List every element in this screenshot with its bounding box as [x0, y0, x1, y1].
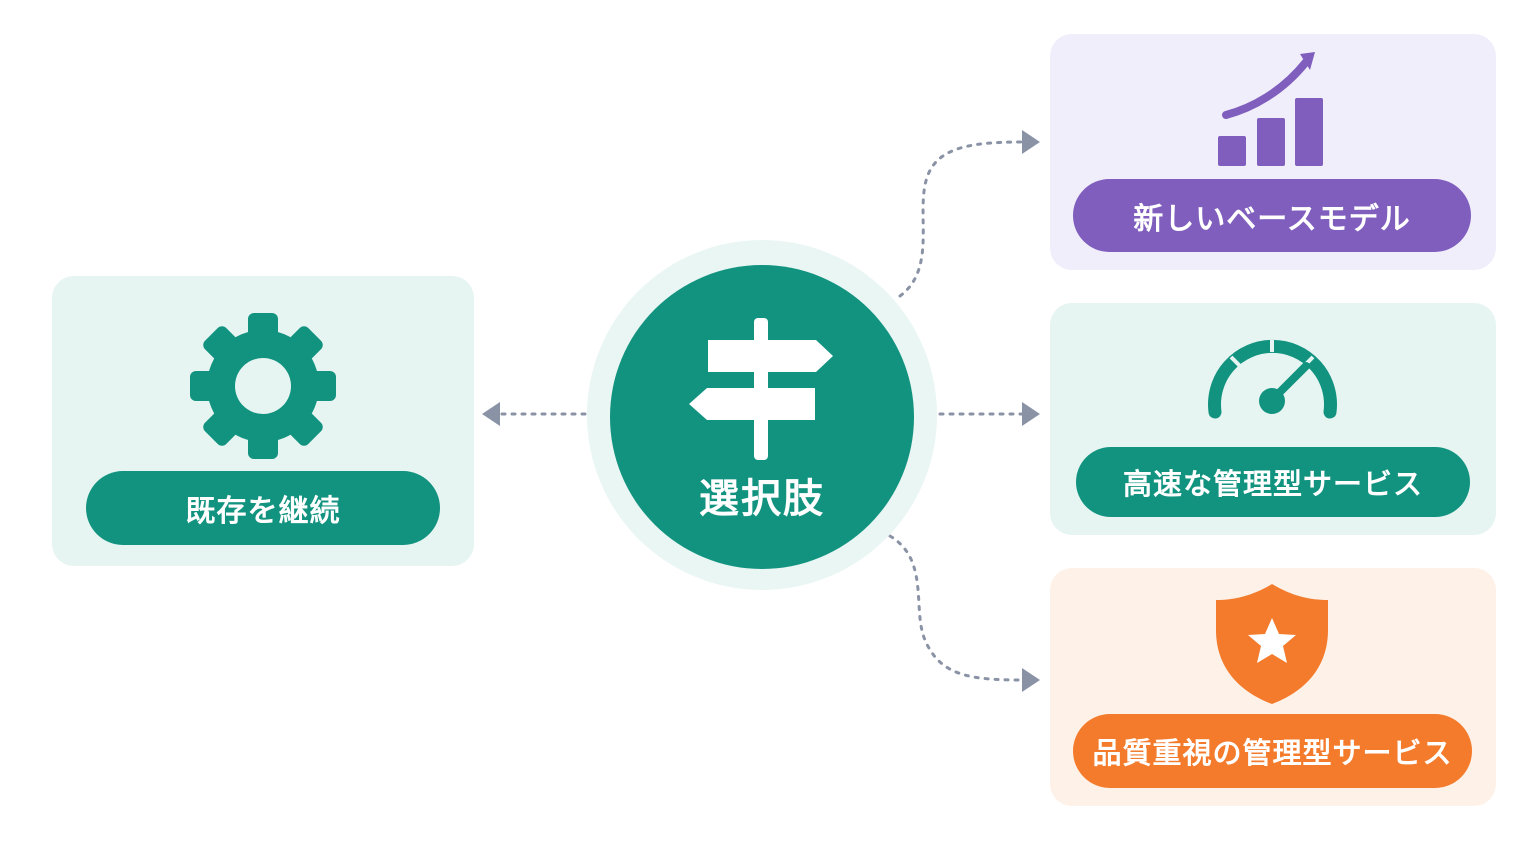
option-label-keep: 既存を継続 [86, 471, 440, 545]
center-label: 選択肢 [699, 476, 825, 522]
connector-quality [888, 534, 1024, 682]
option-label-fast: 高速な管理型サービス [1076, 447, 1470, 517]
arrowhead-fast [1022, 402, 1040, 426]
arrowhead-base-model [1022, 130, 1040, 154]
option-label-quality: 品質重視の管理型サービス [1073, 714, 1472, 788]
arrowhead-quality [1022, 668, 1040, 692]
arrowhead-keep [482, 402, 500, 426]
option-label-base-model: 新しいベースモデル [1073, 179, 1471, 252]
